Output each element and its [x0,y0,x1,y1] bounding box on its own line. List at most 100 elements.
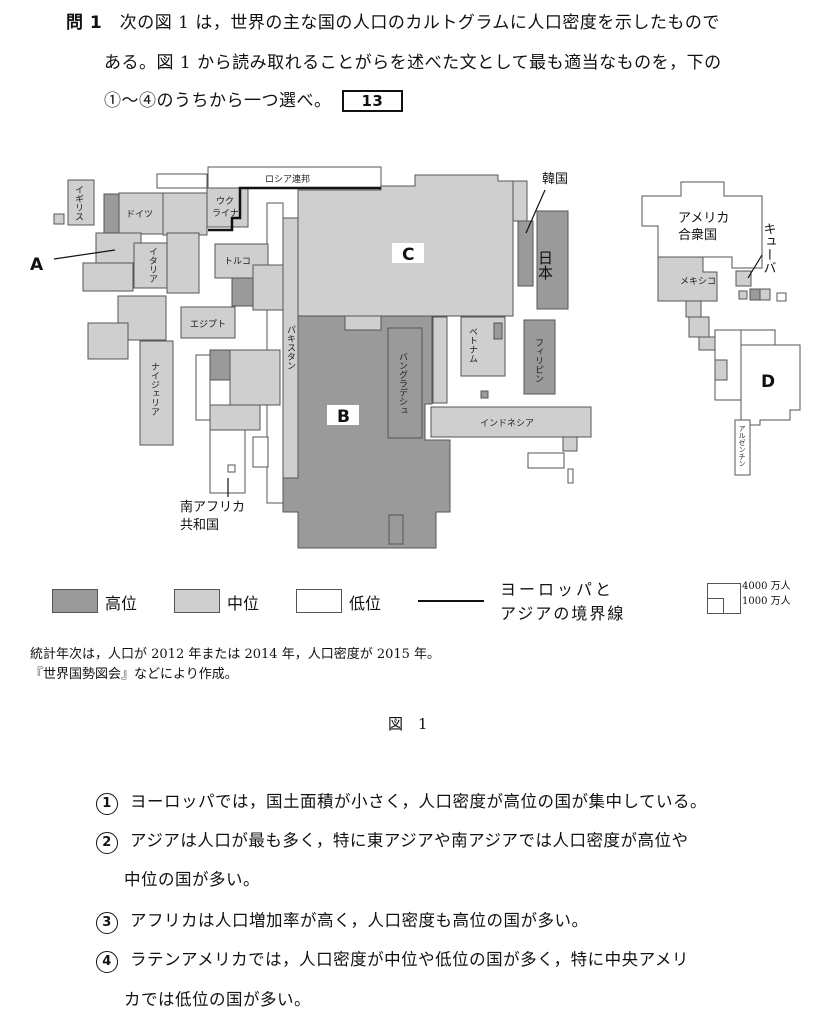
region-madagascar [252,436,269,468]
label-mexico: メキシコ [680,277,716,287]
option-number: 1 [96,793,118,815]
question-number: 問 1 [66,13,103,33]
region-guatemala [685,300,702,318]
legend-border-line [418,600,484,602]
region-poland [162,192,208,236]
region-mongolia [512,180,528,222]
region-mexico [657,256,718,302]
region-australia [527,452,565,469]
region-balkans [166,232,200,294]
legend-swatch-high [52,589,98,613]
label-south-africa-1: 南アフリカ [180,499,245,515]
region-west-africa [87,322,129,360]
option-2-continued: 中位の国が多い。 [124,870,260,889]
legend-label-low: 低位 [349,594,382,613]
region-nordic [156,173,208,189]
marker-a: A [30,255,44,275]
region-ukraine [206,187,249,228]
region-central-america [688,316,710,338]
note-source: 『世界国勢図会』などにより作成。 [30,667,238,682]
marker-b: B [337,407,350,427]
label-italy: イタリア [147,247,158,283]
region-panama [698,336,716,351]
option-4[interactable]: 4 ラテンアメリカでは，人口密度が中位や低位の国が多く，特に中央アメリ [96,946,689,973]
option-number: 4 [96,951,118,973]
option-text: ラテンアメリカでは，人口密度が中位や低位の国が多く，特に中央アメリ [130,950,689,969]
pointer-cuba [747,254,763,279]
label-turkey: トルコ [224,257,251,267]
region-egypt [180,306,236,339]
label-south-africa-2: 共和国 [180,518,219,533]
legend-swatch-low [296,589,342,613]
region-bangladesh [387,327,423,439]
answer-box[interactable]: 13 [341,90,404,112]
region-myanmar [432,316,448,404]
region-uk [67,179,95,226]
option-text: アジアは人口が最も多く，特に東アジアや南アジアでは人口密度が高位や [130,831,689,850]
label-nigeria: ナイジェリア [149,362,160,416]
region-middle-east [231,277,254,307]
region-spain [82,262,134,292]
scale-label-small: 1000 万人 [742,596,791,607]
label-usa-1: アメリカ [678,211,729,226]
figure-caption: 図 1 [388,715,428,733]
option-text: アフリカは人口増加率が高く，人口密度も高位の国が多い。 [130,911,589,930]
label-vietnam: ベトナム [467,327,478,363]
region-caribbean-1 [738,290,748,300]
region-philippines [523,319,556,395]
region-iran [252,264,284,311]
question-text-3: ①～④のうちから一つ選べ。 [104,91,332,111]
marker-c-bg [392,243,424,263]
region-usa [641,181,763,269]
label-ukraine-2: ライナ [212,208,239,219]
region-nepal [344,315,382,331]
label-egypt: エジプト [190,319,226,330]
region-png [562,436,578,452]
cartogram-map: A B C D ロシア連邦 イギリス ドイツ ウク ライナ イタリア トルコ エ… [30,166,801,549]
label-argentina: アルゼンチン [738,425,746,467]
legend-label-mid: 中位 [227,594,260,613]
label-usa-2: 合衆国 [678,227,717,243]
marker-c: C [402,245,414,265]
label-indonesia: インドネシア [480,418,534,429]
option-2[interactable]: 2 アジアは人口が最も多く，特に東アジアや南アジアでは人口密度が高位や [96,827,689,854]
option-text: ヨーロッパでは，国土面積が小さく，人口密度が高位の国が集中している。 [130,792,708,811]
scale-label-large: 4000 万人 [742,581,791,592]
region-argentina [734,419,751,476]
europe-asia-border-line [208,186,381,232]
region-caribbean-3 [759,288,771,301]
label-cuba: キューバ [761,222,777,274]
region-nz [567,468,574,484]
region-sudan [195,354,211,421]
legend-label-border-1: ヨーロッパと [500,580,615,599]
label-uk: イギリス [73,185,84,221]
scale-box-small [707,598,724,614]
region-singapore [480,390,489,399]
legend-label-high: 高位 [105,594,138,613]
marker-b-bg [327,405,359,425]
region-indonesia [430,406,592,438]
pointer-a [53,249,116,260]
option-number: 2 [96,832,118,854]
region-nigeria [139,340,174,446]
question-line-3: ①～④のうちから一つ選べ。 13 [104,86,404,112]
label-russia: ロシア連邦 [265,173,310,185]
option-1[interactable]: 1 ヨーロッパでは，国土面積が小さく，人口密度が高位の国が集中している。 [96,788,707,815]
region-b-india [282,315,451,549]
label-bangladesh: バングラデシュ [397,352,408,415]
region-ecuador [714,359,728,381]
region-taiwan [493,322,503,340]
region-tanzania [209,404,261,431]
label-ukraine-1: ウク [216,196,234,207]
label-japan: 日本 [536,250,554,280]
marker-d: D [761,372,775,392]
legend-label-border-2: アジアの境界線 [500,604,626,623]
question-text: 次の図 1 は，世界の主な国の人口のカルトグラムに人口密度を示したもので [119,13,720,33]
region-lesotho [227,464,236,473]
region-benelux [103,193,120,234]
region-korea [517,220,534,287]
option-4-continued: カでは低位の国が多い。 [124,990,311,1009]
label-pakistan: パキスタン [285,325,296,370]
